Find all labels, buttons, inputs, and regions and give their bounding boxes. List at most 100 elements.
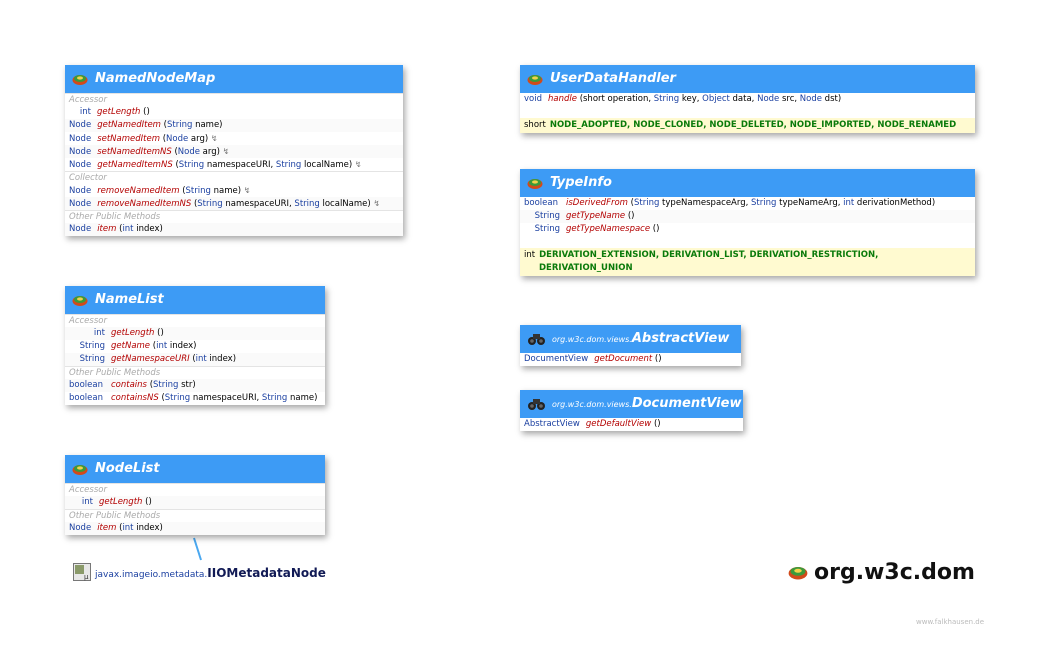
- return-type: boolean: [69, 380, 103, 390]
- method-name[interactable]: handle: [548, 94, 577, 104]
- method-name[interactable]: item: [97, 224, 117, 234]
- return-type: Node: [69, 199, 92, 209]
- exception-icon: ↯: [210, 134, 218, 143]
- method-name[interactable]: getName: [111, 341, 151, 351]
- return-type: void: [524, 94, 542, 104]
- named-node-map-header[interactable]: NamedNodeMap: [65, 65, 403, 93]
- document-view-header[interactable]: org.w3c.dom.views.DocumentView: [520, 390, 743, 418]
- spacer: [520, 236, 975, 248]
- method-name[interactable]: getTypeNamespace: [566, 224, 651, 234]
- method-name[interactable]: item: [97, 523, 117, 533]
- method-name[interactable]: setNamedItemNS: [97, 147, 172, 157]
- document-view-package: org.w3c.dom.views.: [552, 400, 632, 409]
- param-text: src,: [779, 94, 800, 104]
- document-view-title: DocumentView: [631, 396, 742, 411]
- abstract-view-header[interactable]: org.w3c.dom.views.AbstractView: [520, 325, 741, 353]
- section-accessor: Accessor: [65, 93, 403, 106]
- method-name[interactable]: isDerivedFrom: [566, 198, 628, 208]
- return-type: Node: [69, 224, 92, 234]
- return-type: Node: [69, 186, 92, 196]
- method-name[interactable]: getTypeName: [566, 211, 626, 221]
- exception-icon: ↯: [354, 160, 362, 169]
- type-info-title: TypeInfo: [550, 175, 612, 190]
- type-info-header[interactable]: TypeInfo: [520, 169, 975, 197]
- return-type: int: [81, 497, 93, 507]
- method-name[interactable]: getNamedItem: [97, 120, 161, 130]
- inheritance-connector: [193, 537, 202, 561]
- param-type: String: [751, 198, 777, 208]
- method-name[interactable]: getLength: [97, 107, 141, 117]
- method-name[interactable]: getLength: [111, 328, 155, 338]
- param-text: (: [149, 380, 154, 390]
- method-name[interactable]: getNamedItemNS: [97, 160, 173, 170]
- method-name[interactable]: getDocument: [594, 354, 653, 364]
- param-type: String: [153, 380, 179, 390]
- param-text: (: [162, 134, 167, 144]
- name-list-title: NameList: [95, 292, 164, 307]
- constant-names: NODE_ADOPTED, NODE_CLONED, NODE_DELETED,…: [549, 120, 957, 130]
- class-icon: μ: [73, 563, 91, 581]
- user-data-handler-title: UserDataHandler: [550, 71, 676, 86]
- exception-icon: ↯: [222, 147, 230, 156]
- name-list-header[interactable]: NameList: [65, 286, 325, 314]
- param-type: int: [156, 341, 168, 351]
- document-view-box[interactable]: org.w3c.dom.views.DocumentView AbstractV…: [520, 390, 743, 431]
- param-text: (: [119, 224, 123, 234]
- method-name[interactable]: getDefaultView: [585, 419, 652, 429]
- param-text: typeNamespaceArg,: [659, 198, 752, 208]
- param-type: int: [122, 224, 134, 234]
- method-name[interactable]: removeNamedItem: [97, 186, 180, 196]
- iio-package: javax.imageio.metadata.: [95, 570, 208, 580]
- method-name[interactable]: removeNamedItemNS: [97, 199, 192, 209]
- abstract-view-box[interactable]: org.w3c.dom.views.AbstractView DocumentV…: [520, 325, 741, 366]
- param-text: name): [287, 393, 318, 403]
- return-type: Node: [69, 147, 92, 157]
- param-text: (: [193, 199, 198, 209]
- method-name[interactable]: getLength: [99, 497, 143, 507]
- node-list-header[interactable]: NodeList: [65, 455, 325, 483]
- param-text: index): [167, 341, 197, 351]
- method-params: (): [654, 354, 662, 364]
- method-name[interactable]: getNamespaceURI: [111, 354, 190, 364]
- method-name[interactable]: contains: [111, 380, 147, 390]
- package-title-text: org.w3c.dom: [814, 560, 975, 585]
- param-type: String: [633, 198, 660, 208]
- user-data-handler-header[interactable]: UserDataHandler: [520, 65, 975, 93]
- method-name[interactable]: containsNS: [111, 393, 159, 403]
- param-text: (: [163, 120, 167, 130]
- param-text: (: [175, 160, 179, 170]
- section-other-methods: Other Public Methods: [65, 210, 403, 223]
- param-type: String: [275, 160, 302, 170]
- method-name[interactable]: setNamedItem: [97, 134, 160, 144]
- package-icon: [72, 465, 88, 475]
- return-type: Node: [69, 120, 92, 130]
- constant-names: DERIVATION_UNION: [539, 263, 633, 273]
